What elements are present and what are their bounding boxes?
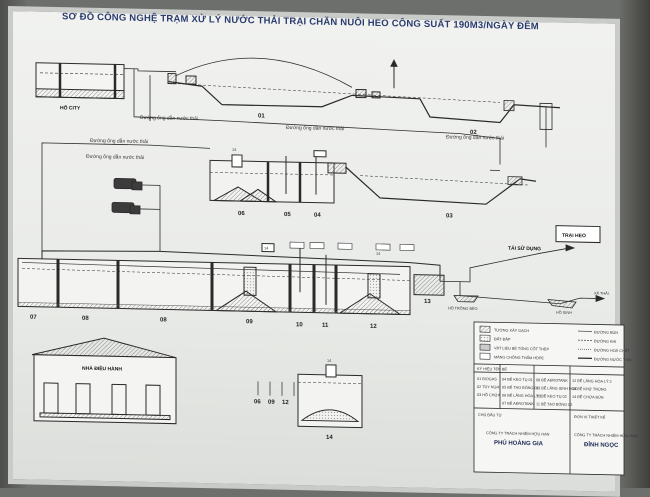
- tank-label-14c: 14: [376, 252, 380, 256]
- pipe-label-5: Đường ống dẫn nước thải: [86, 153, 144, 161]
- nha-dieu-hanh-label: NHÀ ĐIỀU HÀNH: [82, 365, 122, 373]
- pipe-label-4: Đường ống dẫn nước thải: [90, 137, 148, 145]
- xa-thai-label: XẢ THẢI: [594, 290, 609, 295]
- ho-trong-bon-label: HỒ TRỒNG BÈO: [448, 305, 478, 311]
- tank-number-12: 12: [370, 324, 377, 330]
- note-3-4: 11 BỂ TẠO BÔNG 02: [536, 401, 572, 407]
- note-2-4: 07 BỂ AEROTANK: [502, 401, 534, 407]
- chemical-dosing: [258, 381, 294, 396]
- tank-number-03: 03: [446, 213, 453, 219]
- note-1-3: 03 HỒ CHỨA: [477, 392, 501, 397]
- tank-number-01: 01: [258, 113, 265, 119]
- dosing-num-12: 12: [282, 400, 289, 406]
- note-4-2: 13 BỂ KHỬ TRÙNG: [572, 386, 606, 392]
- note-1-2: 02 TÙY NGHI: [477, 384, 500, 389]
- aerotank-line: [18, 236, 444, 315]
- note-4-1: 12 BỂ LẮNG HÓA LÝ 2: [572, 378, 612, 384]
- note-1-1: 01 BIOGAS: [477, 377, 497, 381]
- owner-header: CHỦ ĐẦU TƯ: [478, 412, 503, 418]
- trai-heo-label: TRẠI HEO: [562, 233, 586, 240]
- reuse-label: TÁI SỬ DỤNG: [508, 245, 541, 253]
- dosing-num-09: 09: [268, 400, 275, 406]
- ho-sinh-label: HỒ SINH: [556, 310, 572, 315]
- dosing-num-06: 06: [254, 399, 261, 405]
- tank-number-11: 11: [322, 323, 329, 329]
- ho-city-label: HỐ CITY: [60, 104, 81, 111]
- designer-header: ĐƠN VỊ THIẾT KẾ: [574, 414, 606, 420]
- tank-number-05: 05: [284, 212, 291, 218]
- legend-line-3: ĐƯỜNG HOÁ CHẤT: [594, 347, 630, 353]
- tank-label-14b: 14: [264, 247, 268, 251]
- ho-chua-tank-03: [346, 167, 536, 205]
- biogas-tank-01: [168, 56, 500, 111]
- pipe-label-3: Đường ống dẫn nước thải: [446, 133, 504, 141]
- legend-item-2: ĐẤT ĐẮP: [494, 336, 511, 341]
- blower-2: [112, 184, 160, 251]
- tank-number-08a: 08: [82, 316, 89, 322]
- tank-number-06: 06: [238, 211, 245, 217]
- tank-group-04-05-06: [210, 148, 346, 203]
- pipe-label-1: Đường ống dẫn nước thải: [140, 114, 198, 122]
- diagram-title: SƠ ĐỒ CÔNG NGHỆ TRẠM XỬ LÝ NƯỚC THẢI TRẠ…: [62, 10, 539, 32]
- note-4-3: 14 BỂ CHỨA BÙN: [572, 394, 604, 400]
- nha-dieu-hanh-building: [32, 337, 176, 424]
- note-3-3: 10 BỂ KEO TỤ 02: [536, 393, 567, 399]
- tank-number-04: 04: [314, 213, 321, 219]
- tank-label-14a: 14: [232, 148, 236, 152]
- note-3-1: 08 BỂ AEROTANK: [536, 377, 568, 383]
- notes-header: KÝ HIỆU TÊN BỂ: [477, 366, 507, 372]
- drawing-content: SƠ ĐỒ CÔNG NGHỆ TRẠM XỬ LÝ NƯỚC THẢI TRẠ…: [18, 9, 638, 475]
- note-2-1: 04 BỂ KEO TỤ 01: [502, 377, 533, 383]
- pipe-label-2: Đường ống dẫn nước thải: [286, 124, 344, 132]
- tank-number-09: 09: [246, 319, 253, 325]
- tank-number-14: 14: [326, 435, 333, 441]
- designer-company-name: ĐỈNH NGỌC: [584, 441, 619, 449]
- note-2-2: 05 BỂ TẠO BÔNG 01: [502, 385, 539, 391]
- tank-number-10: 10: [296, 322, 303, 328]
- tank-label-14d: 14: [327, 359, 331, 363]
- ho-city-tank: [36, 63, 125, 99]
- legend-item-1: TƯỜNG XÂY GẠCH: [494, 327, 529, 333]
- owner-company-name: PHÚ HOÀNG GIA: [494, 439, 544, 447]
- blower-1: [114, 178, 160, 190]
- tank-number-08: 08: [160, 317, 167, 323]
- tank-number-13: 13: [424, 299, 431, 305]
- legend-line-1: ĐƯỜNG BÙN: [594, 329, 618, 335]
- legend-line-2: ĐƯỜNG KHÍ: [594, 338, 617, 343]
- legend-line-4: ĐƯỜNG NƯỚC THẢI: [594, 356, 632, 362]
- sludge-tank-14: [298, 364, 362, 427]
- tank-number-07: 07: [30, 315, 37, 321]
